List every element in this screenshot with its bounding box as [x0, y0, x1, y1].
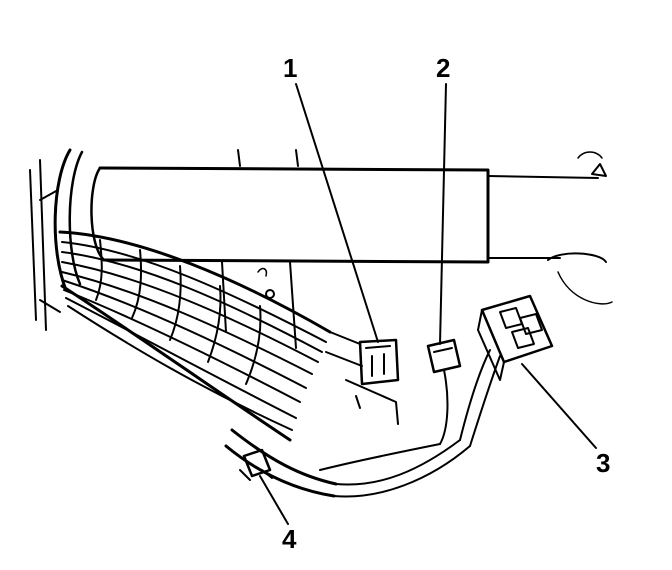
leader-line-1: [295, 83, 379, 343]
wiring-harness-bundle: [58, 230, 332, 442]
steering-wheel-hub: [29, 148, 84, 331]
leader-lines: [259, 83, 597, 525]
leader-line-2: [439, 83, 447, 345]
leader-line-3: [521, 363, 597, 449]
connector-2: [426, 338, 462, 445]
callout-label-4: 4: [282, 524, 297, 554]
clip-4: [239, 448, 273, 481]
callout-label-2: 2: [436, 53, 451, 83]
steering-column-body: [90, 151, 613, 305]
harness-lower-branch: [224, 349, 501, 498]
mounting-bracket: [221, 149, 299, 349]
connector-1: [325, 331, 400, 425]
connector-3: [477, 294, 554, 381]
callout-label-3: 3: [596, 448, 611, 478]
callout-label-1: 1: [283, 53, 298, 83]
leader-line-4: [259, 475, 289, 525]
